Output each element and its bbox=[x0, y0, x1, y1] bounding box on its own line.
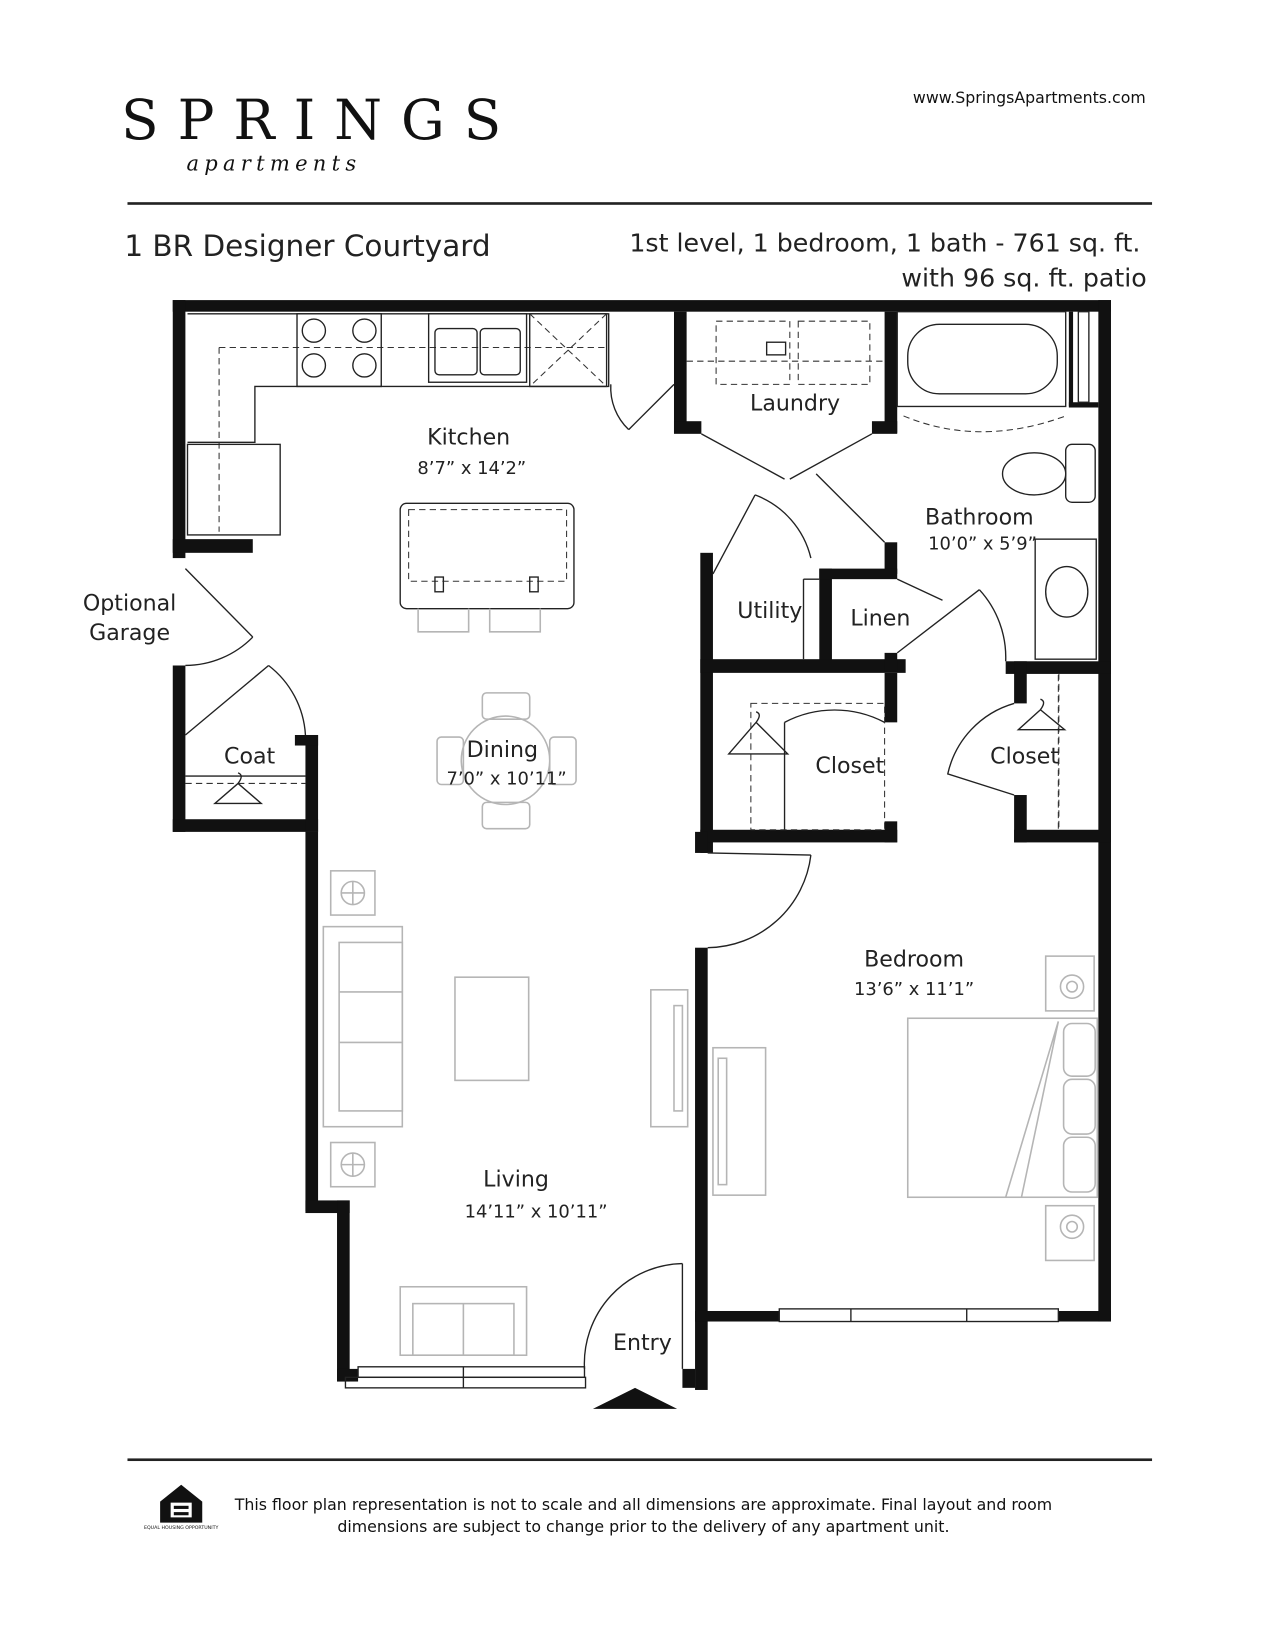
bathroom-fixtures bbox=[896, 311, 1097, 660]
logo-main: SPRINGS bbox=[121, 88, 520, 152]
living-dims: 14’11” x 10’11” bbox=[465, 1201, 608, 1222]
plan-title: 1 BR Designer Courtyard bbox=[124, 229, 490, 263]
doors[interactable] bbox=[184, 383, 1015, 1369]
hanger-icon bbox=[1016, 698, 1067, 731]
room-labels: Kitchen 8’7” x 14’2” Laundry Bathroom 10… bbox=[83, 391, 1060, 1356]
toilet-icon bbox=[1001, 452, 1067, 496]
bathroom-dims: 10’0” x 5’9” bbox=[928, 534, 1037, 555]
eho-text: EQUAL HOUSING OPPORTUNITY bbox=[144, 1525, 218, 1531]
bathroom-label: Bathroom bbox=[925, 504, 1034, 530]
utility-label: Utility bbox=[737, 598, 802, 624]
bed bbox=[906, 1017, 1099, 1199]
website-link[interactable]: www.SpringsApartments.com bbox=[913, 88, 1146, 107]
sink-icon bbox=[427, 313, 528, 383]
bedroom-dims: 13’6” x 11’1” bbox=[854, 979, 974, 1000]
kitchen-dims: 8’7” x 14’2” bbox=[417, 458, 526, 479]
kitchen-fixtures bbox=[186, 313, 610, 633]
laundry-label: Laundry bbox=[750, 391, 840, 417]
bathtub-icon bbox=[896, 311, 1067, 408]
linen-label: Linen bbox=[850, 605, 910, 631]
tv-stand bbox=[650, 989, 689, 1128]
windows bbox=[344, 311, 1090, 1389]
hanger-icon bbox=[727, 711, 790, 755]
garage-label-2: Garage bbox=[89, 620, 170, 646]
plan-patio: with 96 sq. ft. patio bbox=[901, 263, 1146, 292]
plan-specs: 1st level, 1 bedroom, 1 bath - 761 sq. f… bbox=[629, 229, 1140, 258]
bathroom-sink-icon bbox=[1045, 565, 1089, 618]
springs-logo: SPRINGS apartments bbox=[121, 88, 520, 176]
garage-label: Optional bbox=[83, 591, 176, 617]
hanger-icon bbox=[213, 772, 264, 805]
dining-dims: 7’0” x 10’11” bbox=[446, 768, 566, 789]
bedroom-label: Bedroom bbox=[864, 947, 964, 973]
header-divider bbox=[127, 202, 1153, 205]
walls bbox=[172, 300, 1111, 1390]
closet-label: Closet bbox=[815, 753, 884, 779]
stove-burner-icon bbox=[301, 318, 327, 343]
living-label: Living bbox=[483, 1167, 549, 1193]
equal-housing-logo: EQUAL HOUSING OPPORTUNITY bbox=[144, 1484, 218, 1531]
entry-arrow-icon bbox=[592, 1387, 678, 1409]
sofa bbox=[322, 925, 404, 1128]
coffee-table bbox=[454, 976, 530, 1082]
dining-table bbox=[436, 692, 577, 830]
laundry-fixtures bbox=[686, 320, 885, 385]
entry-label: Entry bbox=[613, 1330, 672, 1356]
living-furniture bbox=[322, 870, 689, 1357]
bedroom-furniture bbox=[712, 955, 1099, 1262]
footer-divider bbox=[127, 1458, 1153, 1462]
disclaimer-line-2: dimensions are subject to change prior t… bbox=[337, 1517, 949, 1536]
closet-label-2: Closet bbox=[990, 743, 1059, 769]
kitchen-label: Kitchen bbox=[427, 424, 510, 450]
disclaimer-line-1: This floor plan representation is not to… bbox=[234, 1495, 1052, 1514]
closet-fixtures bbox=[185, 578, 1067, 831]
logo-sub: apartments bbox=[186, 151, 361, 176]
dining-label: Dining bbox=[467, 737, 538, 763]
coat-label: Coat bbox=[224, 743, 276, 769]
